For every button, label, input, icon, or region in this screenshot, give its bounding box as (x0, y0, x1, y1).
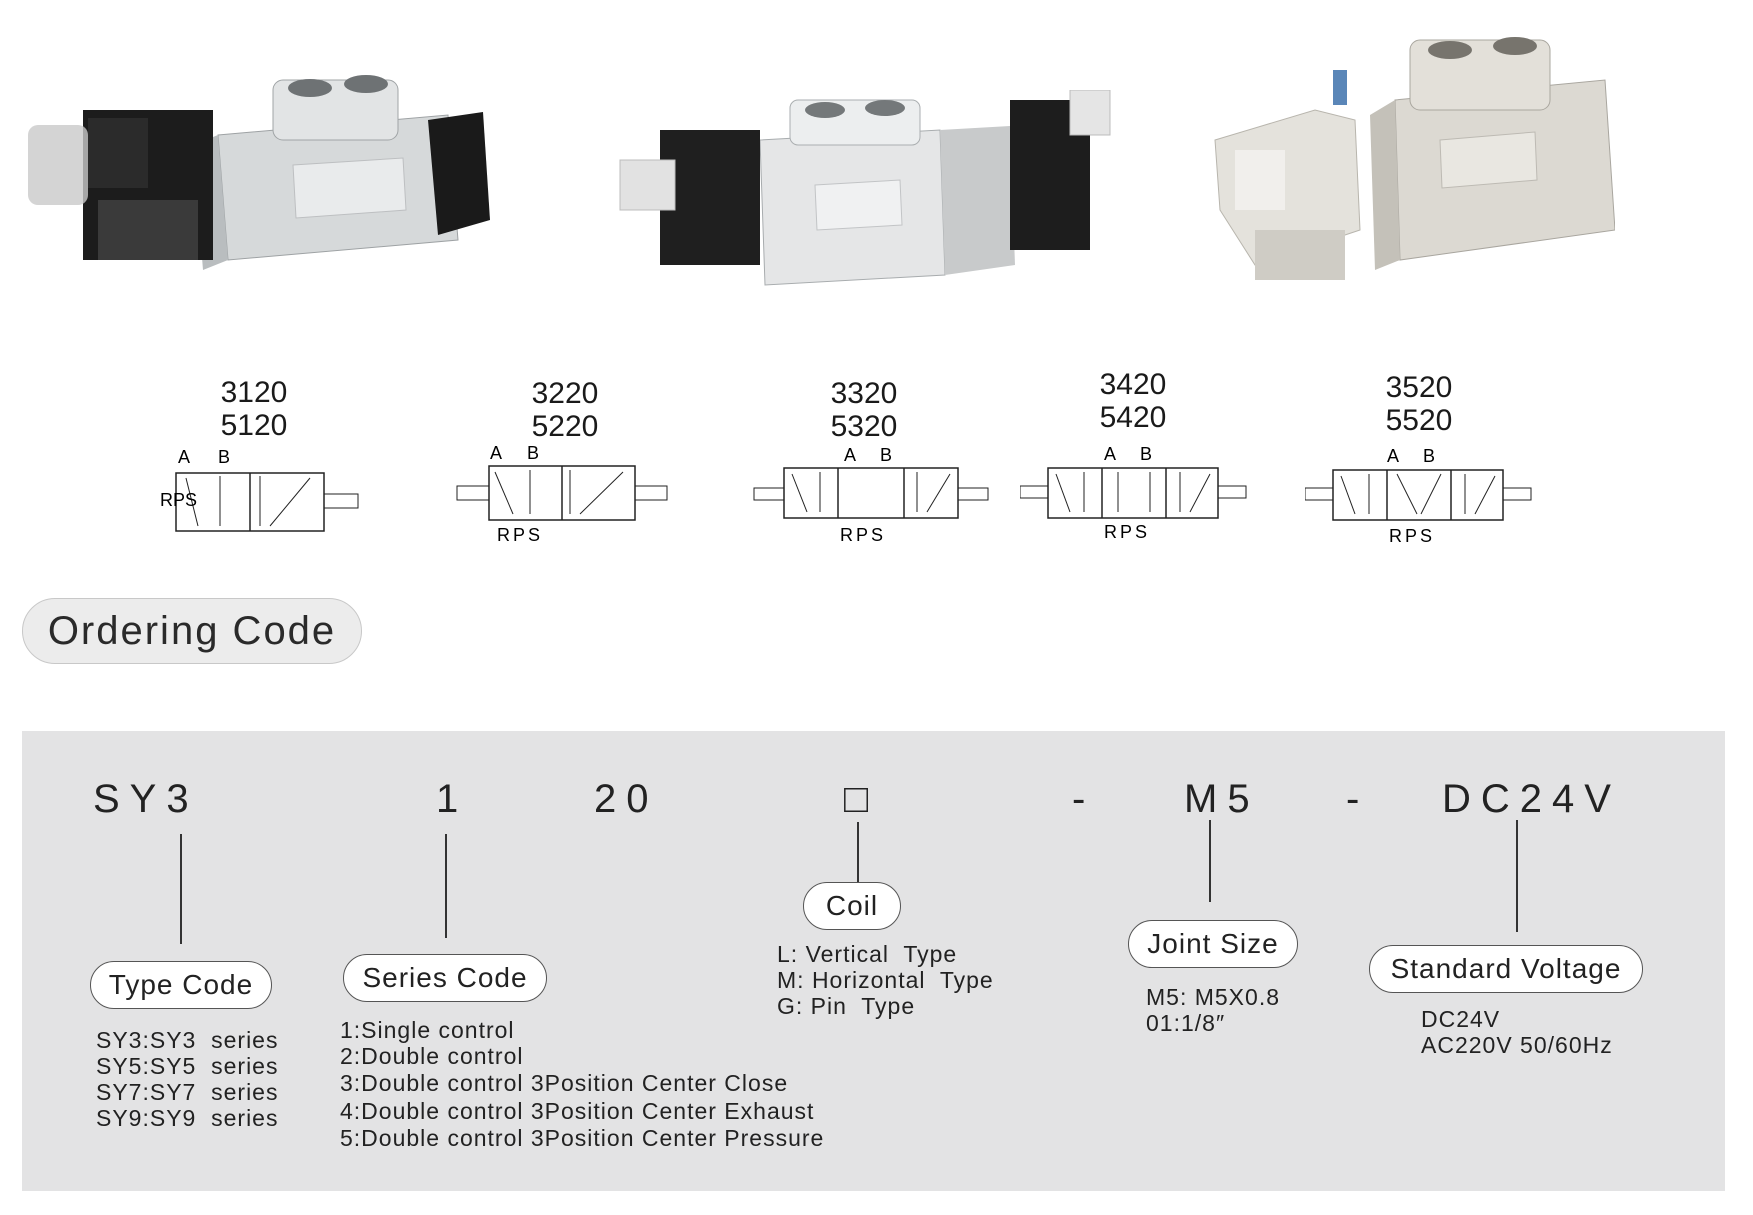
series-code-option: 5:Double control 3Position Center Pressu… (340, 1125, 825, 1151)
port-label-b: B (880, 445, 892, 465)
series-code-option: 2:Double control (340, 1043, 524, 1069)
port-label-rps: RPS (1389, 526, 1435, 544)
port-label-a: A (844, 445, 856, 465)
valve-photo-1 (28, 75, 490, 270)
coil-option: L: Vertical Type (777, 941, 958, 967)
type-code-option: SY7:SY7 series (96, 1079, 279, 1105)
port-label-b: B (218, 448, 230, 467)
code-dash-2: - (1346, 777, 1370, 821)
port-label-rps: RPS (1104, 522, 1150, 542)
standard-voltage-option: DC24V (1421, 1006, 1501, 1032)
port-label-a: A (490, 444, 502, 463)
valve-photo-2 (619, 90, 1111, 286)
code-series: 1 (436, 777, 469, 821)
code-voltage: DC24V (1442, 777, 1621, 821)
coil-option: G: Pin Type (777, 993, 916, 1019)
valve-symbol-center-pressure: A B RPS (1305, 446, 1532, 544)
standard-voltage-pill: Standard Voltage (1369, 945, 1643, 993)
joint-size-pill: Joint Size (1128, 920, 1298, 968)
standard-voltage-option: AC220V 50/60Hz (1421, 1032, 1613, 1058)
code-coil: □ (844, 777, 879, 821)
type-code-option: SY9:SY9 series (96, 1105, 279, 1131)
code-size: 20 (594, 777, 659, 821)
port-label-b: B (1140, 444, 1152, 464)
connector-series (445, 834, 447, 938)
code-type: SY3 (93, 777, 199, 821)
series-code-option: 4:Double control 3Position Center Exhaus… (340, 1098, 815, 1124)
port-label-a: A (178, 448, 190, 467)
type-code-option: SY3:SY3 series (96, 1027, 279, 1053)
connector-voltage (1516, 820, 1518, 932)
valve-symbol-double-control: A B RPS (456, 444, 668, 544)
connector-coil (857, 822, 859, 884)
connector-joint (1209, 820, 1211, 902)
coil-pill: Coil (803, 882, 901, 930)
series-code-option: 3:Double control 3Position Center Close (340, 1070, 789, 1096)
series-code-pill: Series Code (343, 954, 547, 1002)
type-code-pill: Type Code (90, 961, 272, 1009)
port-label-rps: RPS (497, 525, 543, 544)
joint-size-option: M5: M5X0.8 (1146, 984, 1280, 1010)
connector-type (180, 834, 182, 944)
ordering-code-title: Ordering Code (22, 598, 362, 664)
port-label-rps: RPS (160, 490, 197, 510)
code-joint: M5 (1184, 777, 1260, 821)
coil-option: M: Horizontal Type (777, 967, 994, 993)
valve-symbol-center-close: A B RPS (753, 445, 989, 544)
port-label-b: B (527, 444, 539, 463)
code-dash-1: - (1072, 777, 1096, 821)
port-label-rps: RPS (840, 525, 886, 544)
valve-photo-3 (1214, 37, 1615, 280)
port-label-a: A (1387, 446, 1399, 466)
port-label-b: B (1423, 446, 1435, 466)
valve-symbol-single-control: A B RPS (160, 448, 359, 532)
joint-size-option: 01:1/8″ (1146, 1010, 1226, 1036)
type-code-option: SY5:SY5 series (96, 1053, 279, 1079)
valve-symbol-center-exhaust: A B RPS (1020, 444, 1247, 542)
port-label-a: A (1104, 444, 1116, 464)
series-code-option: 1:Single control (340, 1017, 515, 1043)
